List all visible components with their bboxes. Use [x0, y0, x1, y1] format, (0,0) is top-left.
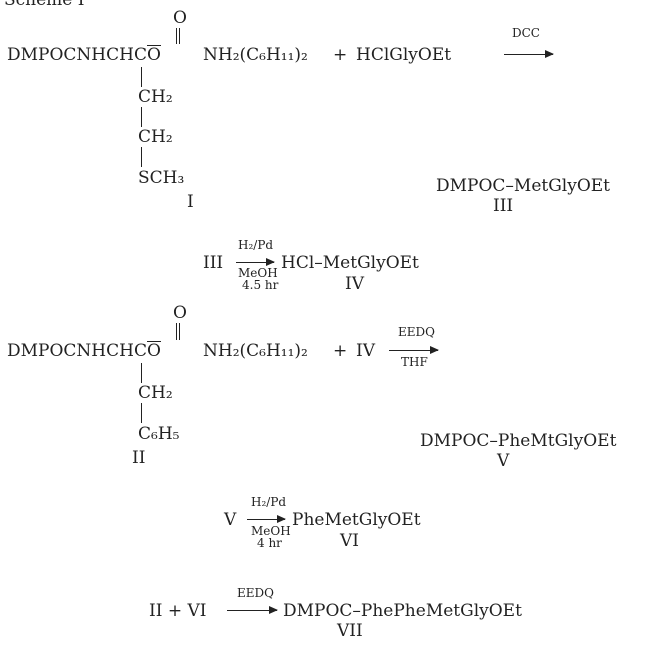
reaction-arrow-5 — [227, 606, 278, 614]
reaction-arrow-3 — [389, 346, 439, 354]
reactant-formula-2: DMPOCNHCHCO — [7, 341, 161, 361]
carbonyl-bond-right-2 — [179, 323, 180, 340]
product-iii: DMPOC–MetGlyOEt — [436, 176, 611, 196]
side-chain-bond-4 — [141, 363, 142, 383]
side-chain-ch2-a: CH₂ — [138, 87, 173, 107]
amine-salt-2: NH₂(C₆H₁₁)₂ — [203, 341, 308, 361]
scheme-title: Scheme I — [4, 0, 85, 10]
side-chain-c6h5: C₆H₅ — [138, 424, 180, 444]
reactant-formula: DMPOCNHCHCO — [7, 45, 161, 65]
carbonyl-bond-left-2 — [176, 323, 177, 340]
reagent-iv: IV — [356, 341, 375, 361]
product-v: DMPOC–PheMtGlyOEt — [420, 431, 617, 451]
carbonyl-bond-left — [176, 28, 177, 44]
side-chain-sch3: SCH₃ — [138, 168, 185, 188]
compound-label-iii: III — [493, 196, 514, 216]
side-chain-bond-1 — [141, 67, 142, 87]
side-chain-ch2-b: CH₂ — [138, 127, 173, 147]
amine-salt: NH₂(C₆H₁₁)₂ — [203, 45, 308, 65]
carbonyl-oxygen-2: O — [173, 303, 187, 323]
reactant-o-minus: O — [146, 45, 161, 65]
condition-meoh: MeOH — [238, 266, 278, 280]
compound-label-v: V — [497, 451, 510, 471]
condition-time: 4.5 hr — [242, 278, 279, 292]
condition-h2-pd-2: H₂/Pd — [251, 495, 287, 509]
reactant-o-minus-2: O — [146, 341, 161, 361]
condition-eedq: EEDQ — [398, 325, 435, 339]
compound-label-iv: IV — [345, 274, 364, 294]
plus-sign: + — [333, 45, 348, 65]
plus-sign-2: + — [333, 341, 348, 361]
reaction-arrow-2 — [236, 258, 275, 266]
product-vi: PheMetGlyOEt — [292, 510, 421, 530]
reaction-arrow-4 — [247, 515, 286, 523]
compound-label-i: I — [187, 192, 194, 212]
compound-label-vii: VII — [337, 621, 363, 641]
start-v: V — [224, 510, 237, 530]
condition-eedq-2: EEDQ — [237, 586, 274, 600]
reactants-ii-vi: II + VI — [149, 601, 207, 621]
start-iii: III — [203, 253, 224, 273]
compound-label-vi: VI — [340, 531, 359, 551]
reagent-glyoet: HClGlyOEt — [356, 45, 452, 65]
carbonyl-oxygen: O — [173, 8, 187, 28]
reactant-prefix: DMPOCNHCHC — [7, 45, 147, 65]
reaction-arrow-1 — [504, 50, 554, 58]
side-chain-ch2-c: CH₂ — [138, 383, 173, 403]
side-chain-bond-2 — [141, 107, 142, 127]
compound-label-ii: II — [132, 448, 146, 468]
carbonyl-bond-right — [179, 28, 180, 44]
condition-time-2: 4 hr — [257, 536, 282, 550]
reactant-prefix-2: DMPOCNHCHC — [7, 341, 147, 361]
product-vii: DMPOC–PhePheMetGlyOEt — [283, 601, 522, 621]
side-chain-bond-5 — [141, 403, 142, 423]
condition-thf: THF — [401, 355, 428, 369]
product-iv: HCl–MetGlyOEt — [281, 253, 419, 273]
condition-h2-pd: H₂/Pd — [238, 238, 274, 252]
side-chain-bond-3 — [141, 147, 142, 167]
condition-meoh-2: MeOH — [251, 524, 291, 538]
condition-dcc: DCC — [512, 26, 540, 40]
